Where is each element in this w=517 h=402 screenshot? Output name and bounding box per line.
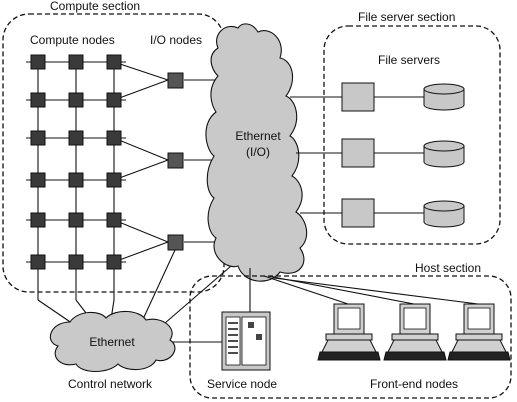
compute-nodes-label: Compute nodes [30, 33, 115, 47]
front-end-nodes-label: Front-end nodes [370, 377, 458, 391]
host-wires [249, 268, 479, 312]
ethernet-control-label: Ethernet [89, 335, 135, 349]
file-servers [341, 82, 375, 228]
file-server [341, 82, 375, 112]
file-server-section-label: File server section [358, 10, 455, 24]
host-section-box [189, 275, 512, 399]
compute-node [30, 254, 46, 270]
compute-grid-wires [26, 61, 218, 300]
compute-node [30, 172, 46, 188]
compute-node [106, 92, 122, 108]
computer-icon [383, 303, 447, 361]
file-server [341, 138, 375, 168]
io-node [167, 234, 184, 251]
compute-node [106, 172, 122, 188]
io-node [167, 152, 184, 169]
computer-icon [447, 303, 511, 361]
compute-node [68, 254, 84, 270]
compute-node [30, 92, 46, 108]
service-node-server-icon [221, 311, 271, 371]
computer-icon [317, 303, 381, 361]
disk-icon [423, 140, 465, 168]
compute-node [68, 54, 84, 70]
file-servers-label: File servers [378, 53, 440, 67]
disk-icon [423, 83, 465, 111]
ethernet-io-label: Ethernet [235, 129, 281, 143]
compute-node [30, 54, 46, 70]
compute-node [68, 212, 84, 228]
compute-node [30, 130, 46, 146]
compute-node [106, 254, 122, 270]
compute-nodes [30, 54, 122, 270]
io-nodes [167, 72, 184, 251]
file-server-wires [290, 96, 424, 214]
compute-node [106, 54, 122, 70]
compute-node [68, 172, 84, 188]
disk-icon [423, 200, 465, 228]
ethernet-io-sublabel: (I/O) [246, 145, 270, 159]
file-server [341, 198, 375, 228]
ethernet-io-cloud [205, 23, 308, 282]
control-network-label: Control network [68, 377, 153, 391]
compute-node [106, 130, 122, 146]
ethernet-control-cloud [49, 310, 176, 373]
io-nodes-label: I/O nodes [150, 33, 202, 47]
compute-node [68, 92, 84, 108]
compute-node [106, 212, 122, 228]
compute-section-label: Compute section [50, 0, 140, 13]
service-node-label: Service node [207, 377, 277, 391]
file-server-section-box [323, 25, 501, 245]
io-node [167, 72, 184, 89]
compute-node [30, 212, 46, 228]
host-section-label: Host section [415, 261, 481, 275]
compute-node [68, 130, 84, 146]
